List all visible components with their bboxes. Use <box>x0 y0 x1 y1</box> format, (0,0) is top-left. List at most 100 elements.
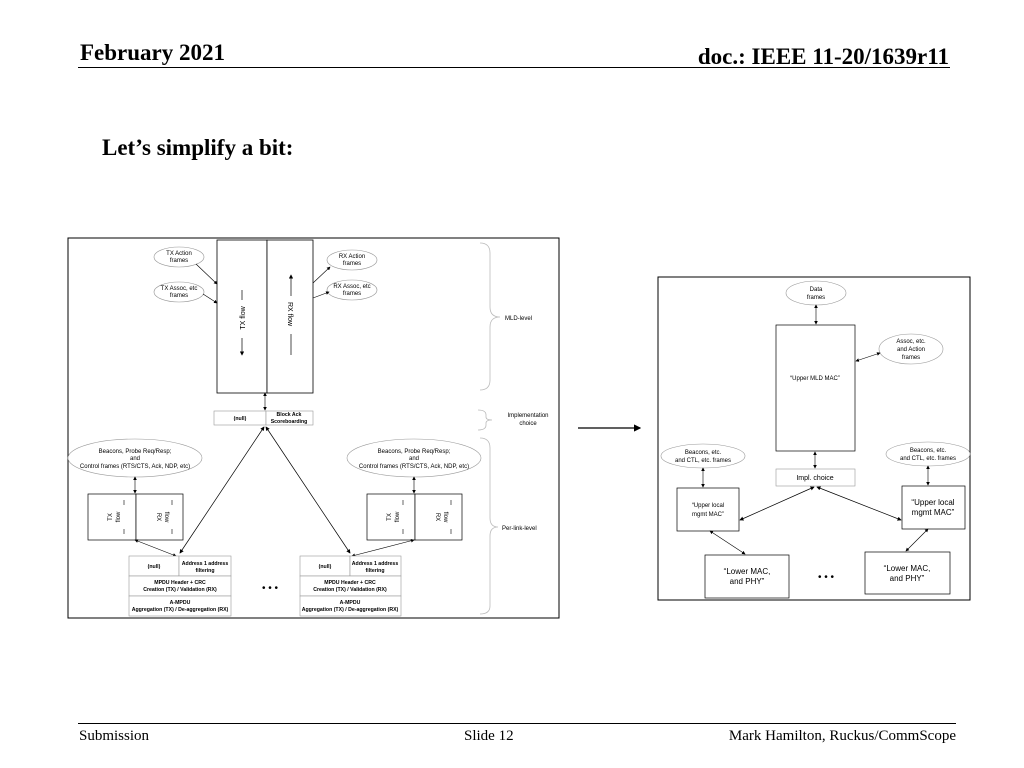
link2-ampdu-box <box>299 595 402 617</box>
lower-mac-right-line1: “Lower MAC, <box>884 564 931 573</box>
rx-action-frames-oval: RX Action frames <box>326 249 378 271</box>
block-ack-line2: Scoreboarding <box>271 419 308 425</box>
link2-beacons-line3: Control frames (RTS/CTS, Ack, NDP, etc) <box>359 464 469 470</box>
block-ack-line1: Block Ack <box>277 412 302 418</box>
link1-beacons-line2: and <box>130 456 140 462</box>
link1-tx-label: TX <box>108 513 114 521</box>
lower-mac-right-line2: and PHY” <box>890 574 925 583</box>
right-ellipsis: • • • <box>818 572 835 583</box>
lower-mac-phy-right <box>864 551 951 595</box>
lower-mac-phy-left <box>704 554 790 599</box>
beacons-left-line1: Beacons, etc. <box>685 450 722 456</box>
mld-level-label: MLD-level <box>505 316 532 322</box>
link1-rx-label: RX <box>155 513 161 521</box>
link2-mpdu-line2: Creation (TX) / Validation (RX) <box>313 587 387 593</box>
link2-beacons-line2: and <box>409 456 419 462</box>
link2-tx-label: TX <box>387 513 393 521</box>
link2-addr-line2: filtering <box>365 568 384 574</box>
beacons-oval-right: Beacons, etc. and CTL, etc. frames <box>885 441 971 467</box>
footer-rule <box>78 723 956 724</box>
link1-mpdu-line1: MPDU Header + CRC <box>154 580 206 586</box>
right-diagram: Data frames “Upper MLD MAC” Assoc, etc. … <box>657 276 971 601</box>
null-label-mld: (null) <box>234 416 247 422</box>
rx-assoc-frames-oval: RX Assoc, etc frames <box>326 279 378 301</box>
data-frames-line1: Data <box>810 287 823 293</box>
assoc-action-line3: frames <box>902 355 920 361</box>
rx-assoc-line2: frames <box>343 291 361 297</box>
rx-action-line1: RX Action <box>339 254 365 260</box>
link2-ampdu-line2: Aggregation (TX) / De-aggregation (RX) <box>302 607 399 613</box>
impl-choice-label: Impl. choice <box>796 475 833 482</box>
tx-flow-label: TX flow <box>240 305 247 329</box>
tx-action-line1: TX Action <box>166 251 192 257</box>
link1-addr-line1: Address 1 address <box>182 561 229 567</box>
block-ack-box <box>265 410 314 426</box>
link1-tx-flow-label: flow <box>116 511 122 522</box>
link2-beacons-oval: Beacons, Probe Req/Resp; and Control fra… <box>346 438 482 478</box>
link2-null-label: (null) <box>319 564 332 570</box>
rx-flow-label: RX flow <box>286 302 293 327</box>
data-frames-oval: Data frames <box>785 280 847 306</box>
lower-mac-left-line1: “Lower MAC, <box>724 567 771 576</box>
impl-choice-line2: choice <box>519 421 537 427</box>
rx-assoc-line1: RX Assoc, etc <box>333 284 370 290</box>
assoc-action-line1: Assoc, etc. <box>896 339 926 345</box>
beacons-right-line2: and CTL, etc. frames <box>900 456 956 462</box>
upper-mld-mac-label: “Upper MLD MAC” <box>790 376 840 382</box>
upper-local-right-line1: “Upper local <box>911 498 954 507</box>
assoc-action-frames-oval: Assoc, etc. and Action frames <box>878 333 944 365</box>
tx-assoc-frames-oval: TX Assoc, etc frames <box>153 281 205 303</box>
upper-local-mgmt-right <box>901 485 966 530</box>
header-date: February 2021 <box>80 40 226 65</box>
link2-ampdu-line1: A-MPDU <box>340 600 361 606</box>
rx-action-line2: frames <box>343 261 361 267</box>
upper-local-left-line2: mgmt MAC” <box>692 512 724 518</box>
link1-beacons-line3: Control frames (RTS/CTS, Ack, NDP, etc) <box>80 464 190 470</box>
header-doc-id: doc.: IEEE 11-20/1639r11 <box>697 44 949 69</box>
link1-beacons-oval: Beacons, Probe Req/Resp; and Control fra… <box>67 438 203 478</box>
left-ellipsis: • • • <box>262 583 279 594</box>
footer-author: Mark Hamilton, Ruckus/CommScope <box>728 728 956 744</box>
link1-ampdu-line2: Aggregation (TX) / De-aggregation (RX) <box>132 607 229 613</box>
impl-choice-line1: Implementation <box>507 413 548 419</box>
link1-mpdu-line2: Creation (TX) / Validation (RX) <box>143 587 217 593</box>
tx-action-frames-oval: TX Action frames <box>153 246 205 268</box>
upper-local-left-line1: “Upper local <box>692 503 724 509</box>
link1-beacons-line1: Beacons, Probe Req/Resp; <box>99 449 172 455</box>
link2-mpdu-line1: MPDU Header + CRC <box>324 580 376 586</box>
link1-ampdu-box <box>128 595 232 617</box>
link1-ampdu-line1: A-MPDU <box>170 600 191 606</box>
link1-addr-line2: filtering <box>195 568 214 574</box>
slide-title: Let’s simplify a bit: <box>102 135 294 160</box>
per-link-brace <box>479 437 499 615</box>
beacons-left-line2: and CTL, etc. frames <box>675 458 731 464</box>
assoc-action-line2: and Action <box>897 347 925 353</box>
tx-assoc-line2: frames <box>170 293 188 299</box>
per-link-level-label: Per-link-level <box>502 526 537 532</box>
mld-level-brace <box>479 242 501 391</box>
left-diagram: TX flow RX flow TX Action frames TX Asso… <box>67 237 560 619</box>
upper-local-right-line2: mgmt MAC” <box>912 508 955 517</box>
link1-null-label: (null) <box>148 564 161 570</box>
link2-rx-flow-label: flow <box>442 512 448 523</box>
upper-local-mgmt-left <box>676 487 740 532</box>
beacons-right-line1: Beacons, etc. <box>910 448 947 454</box>
link2-mpdu-box <box>299 575 402 597</box>
data-frames-line2: frames <box>807 295 825 301</box>
upper-mld-mac-box <box>775 324 856 452</box>
link1-rx-flow-label: flow <box>163 512 169 523</box>
link1-mpdu-box <box>128 575 232 597</box>
tx-action-line2: frames <box>170 258 188 264</box>
footer-submission: Submission <box>79 728 150 744</box>
link2-rx-label: RX <box>434 513 440 521</box>
lower-mac-left-line2: and PHY” <box>730 577 765 586</box>
header-rule <box>78 67 950 68</box>
link2-addr-line1: Address 1 address <box>352 561 399 567</box>
impl-choice-box <box>775 468 856 487</box>
tx-assoc-line1: TX Assoc, etc <box>161 286 198 292</box>
beacons-oval-left: Beacons, etc. and CTL, etc. frames <box>660 443 746 469</box>
link2-tx-flow-label: flow <box>395 511 401 522</box>
footer-slide-number: Slide 12 <box>464 728 514 744</box>
link2-beacons-line1: Beacons, Probe Req/Resp; <box>378 449 451 455</box>
